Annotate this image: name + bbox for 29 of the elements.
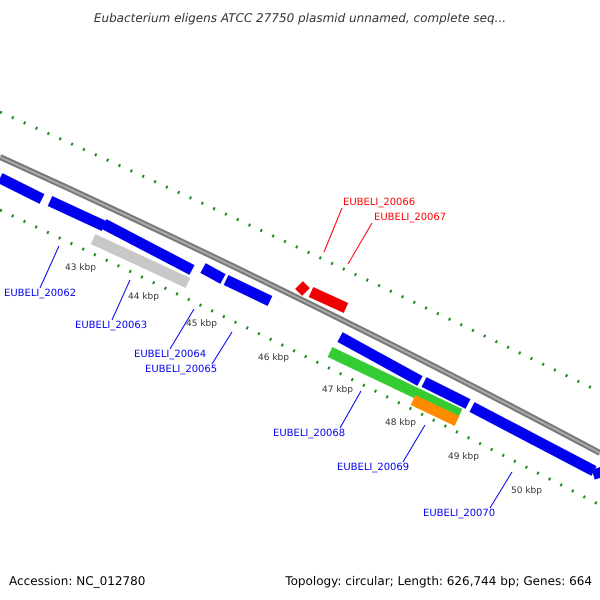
leader-line <box>348 222 372 264</box>
gene-label: EUBELI_20070 <box>423 508 496 520</box>
gene-label: EUBELI_20067 <box>374 212 446 224</box>
scale-label: 47 kbp <box>322 384 353 396</box>
leader-line <box>324 208 342 252</box>
gene-label: EUBELI_20062 <box>4 288 76 300</box>
leader-line <box>170 308 194 350</box>
gene-label: EUBELI_20066 <box>343 197 416 209</box>
title: Eubacterium eligens ATCC 27750 plasmid unnamed, complete seq... <box>92 12 508 24</box>
footer-text: Topology: circular; Length: 626,744 bp; Genes: 664 <box>285 575 592 587</box>
leader-line <box>40 246 60 288</box>
scale-label: 48 kbp <box>385 417 416 429</box>
scale-label: 50 kbp <box>511 485 542 497</box>
scale-label: 43 kbp <box>65 262 96 274</box>
gene-label: EUBELI_20069 <box>337 462 410 474</box>
gene-label: EUBELI_20068 <box>273 428 346 440</box>
scale-label: 49 kbp <box>448 451 479 463</box>
leader-line <box>490 472 512 508</box>
footer-text: Accession: NC_012780 <box>9 575 146 587</box>
leader-line <box>340 390 362 428</box>
gene-label: EUBELI_20063 <box>75 320 148 332</box>
leader-line <box>112 280 130 320</box>
leader-line <box>402 424 426 462</box>
gene-label: EUBELI_20065 <box>145 364 218 376</box>
gene-label: EUBELI_20064 <box>134 349 206 361</box>
leader-line <box>212 332 232 364</box>
scale-label: 45 kbp <box>186 318 217 330</box>
scale-label: 46 kbp <box>258 352 289 364</box>
scale-label: 44 kbp <box>128 291 159 303</box>
